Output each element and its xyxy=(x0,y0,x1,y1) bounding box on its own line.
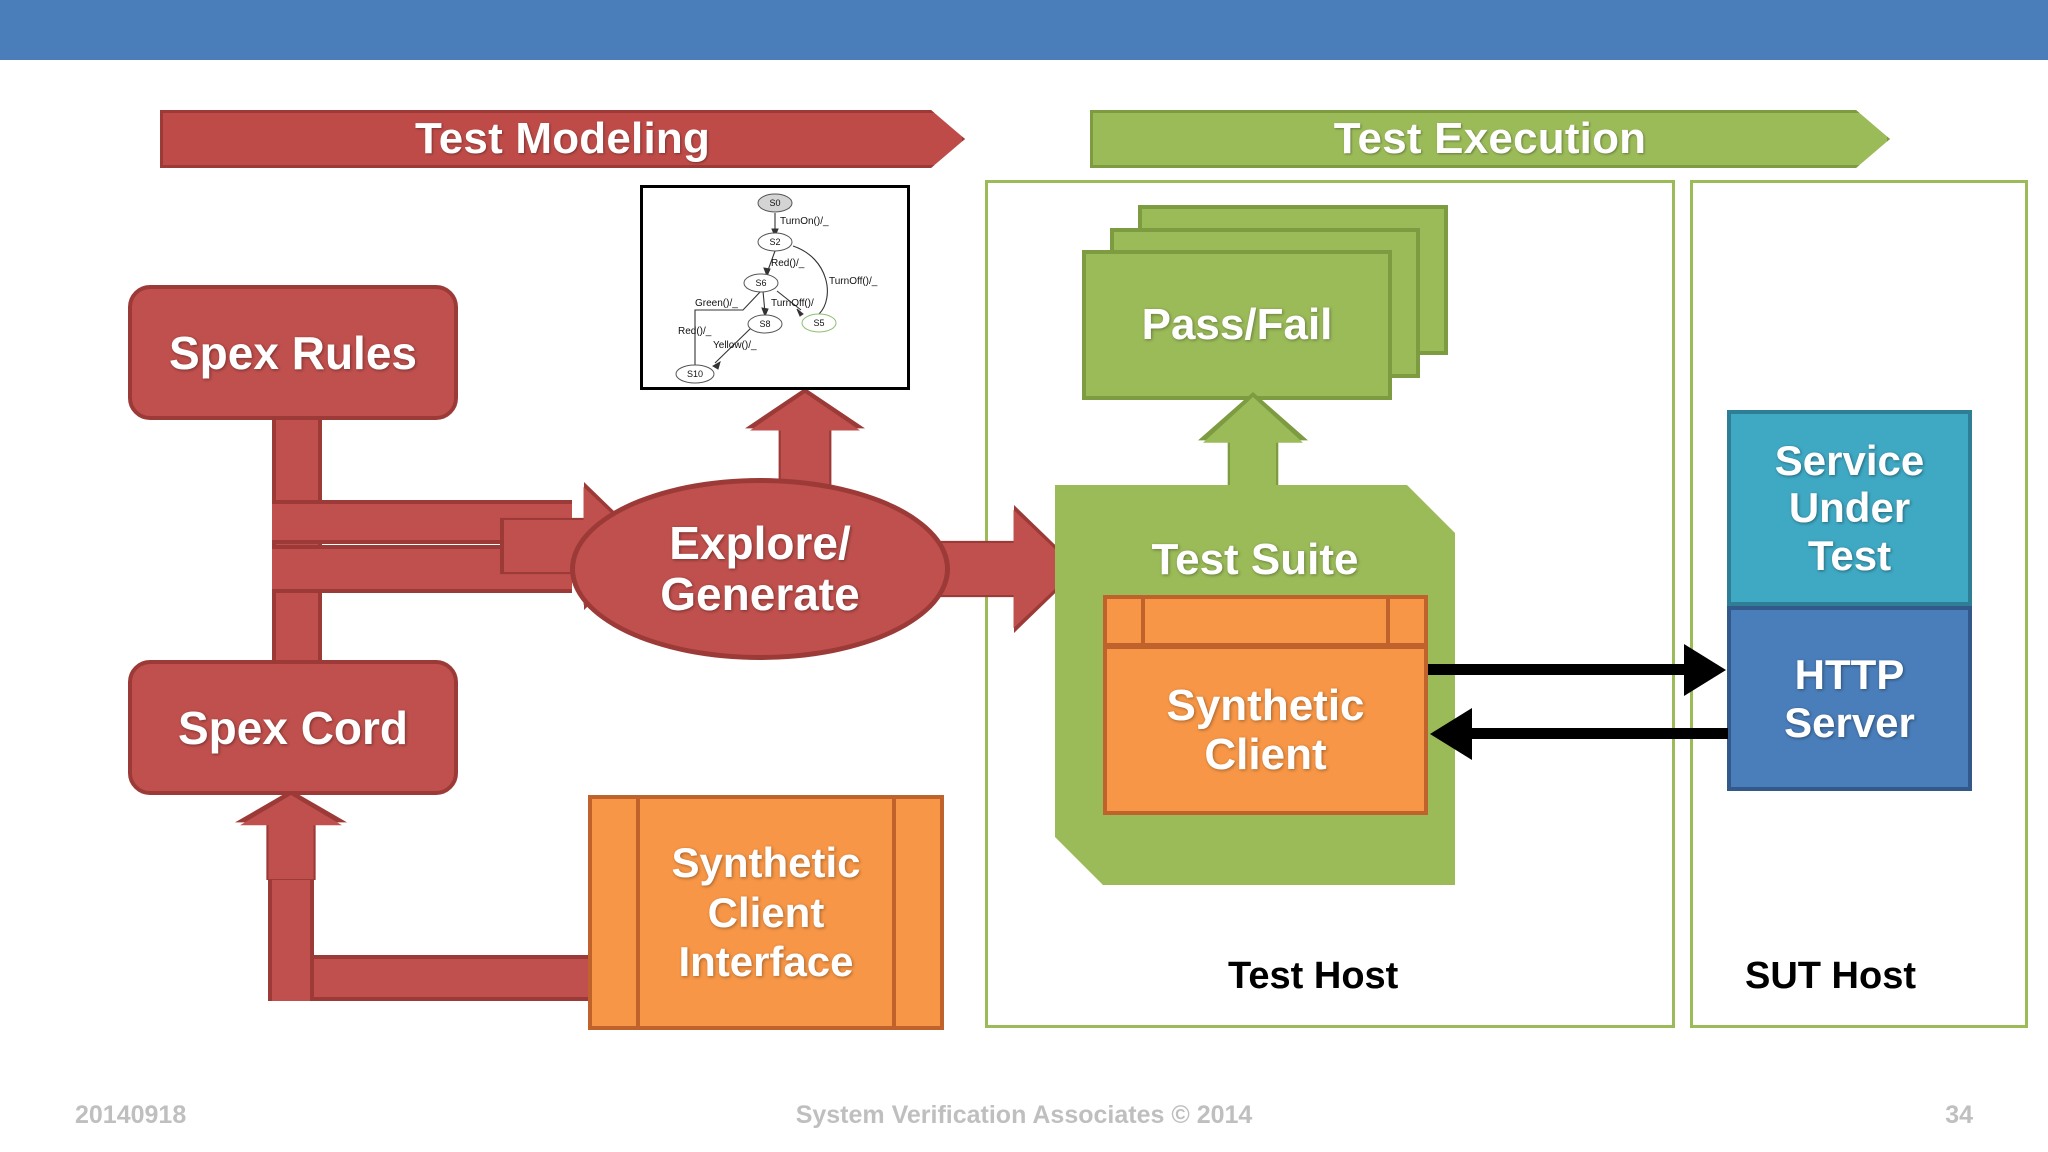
svg-text:S6: S6 xyxy=(755,278,766,288)
sut-host-label: SUT Host xyxy=(1745,955,1916,997)
test-suite-label: Test Suite xyxy=(1151,535,1359,584)
spex-rules-label: Spex Rules xyxy=(169,326,417,379)
svg-text:S2: S2 xyxy=(769,237,780,247)
header-right-divider xyxy=(1386,599,1390,643)
footer-date: 20140918 xyxy=(75,1101,187,1129)
service-under-test-box[interactable]: Service Under Test xyxy=(1727,410,1972,606)
interface-left-divider xyxy=(636,799,640,1026)
pass-fail-label: Pass/Fail xyxy=(1141,300,1333,349)
top-color-band xyxy=(0,0,2048,60)
svg-text:S10: S10 xyxy=(687,369,703,379)
svg-text:Green()/_: Green()/_ xyxy=(695,298,738,309)
explore-generate-line1: Explore/ xyxy=(669,517,851,570)
svg-text:TurnOff()/: TurnOff()/ xyxy=(771,298,814,309)
footer-copyright: System Verification Associates © 2014 xyxy=(795,1101,1253,1129)
connector-interface-horizontal xyxy=(268,955,590,1001)
arrow-to-spex-cord xyxy=(240,795,342,879)
synthetic-client-header-bar xyxy=(1103,595,1428,647)
sci-line2: Client xyxy=(707,888,825,936)
state-machine-svg: S0 S2 S6 S5 S8 S10 TurnOn()/_ Red()/_ Tu… xyxy=(675,193,878,384)
svg-text:S8: S8 xyxy=(759,319,770,329)
footer-page-number: 34 xyxy=(1945,1101,1973,1129)
svg-text:S5: S5 xyxy=(813,318,824,328)
explore-generate-line2: Generate xyxy=(660,568,860,620)
sc-line1: Synthetic xyxy=(1166,680,1365,730)
synthetic-client-interface-box[interactable]: Synthetic Client Interface xyxy=(588,795,944,1030)
synthetic-client-box[interactable]: Synthetic Client xyxy=(1103,645,1428,815)
test-host-label: Test Host xyxy=(1228,955,1399,997)
svg-text:S0: S0 xyxy=(769,198,780,208)
test-host-container xyxy=(985,180,1675,1028)
spex-cord-box[interactable]: Spex Cord xyxy=(128,660,458,795)
banner-test-execution-label: Test Execution xyxy=(1333,114,1647,163)
banner-test-modeling: Test Modeling xyxy=(160,110,965,168)
request-arrow-line xyxy=(1428,664,1684,675)
response-arrow-head xyxy=(1430,708,1472,760)
sut-line3: Test xyxy=(1807,531,1892,579)
svg-text:TurnOn()/_: TurnOn()/_ xyxy=(780,216,829,227)
http-server-box[interactable]: HTTP Server xyxy=(1727,606,1972,791)
http-line2: Server xyxy=(1784,698,1915,746)
response-arrow-line xyxy=(1472,728,1728,739)
sut-line1: Service xyxy=(1774,437,1925,485)
svg-text:Red()/_: Red()/_ xyxy=(771,258,805,269)
sc-line2: Client xyxy=(1204,730,1327,779)
banner-test-modeling-label: Test Modeling xyxy=(414,114,711,163)
explore-generate-ellipse[interactable]: Explore/ Generate xyxy=(570,478,950,660)
spex-cord-label: Spex Cord xyxy=(177,701,409,754)
sut-line2: Under xyxy=(1788,484,1911,532)
svg-text:TurnOff()/_: TurnOff()/_ xyxy=(829,276,878,287)
spex-rules-box[interactable]: Spex Rules xyxy=(128,285,458,420)
state-machine-diagram: S0 S2 S6 S5 S8 S10 TurnOn()/_ Red()/_ Tu… xyxy=(640,185,910,390)
banner-test-execution: Test Execution xyxy=(1090,110,1890,168)
svg-text:Red()/_: Red()/_ xyxy=(678,326,712,337)
http-line1: HTTP xyxy=(1794,651,1905,699)
pass-fail-doc-front[interactable]: Pass/Fail xyxy=(1082,250,1392,400)
sci-line3: Interface xyxy=(678,938,854,986)
sci-line1: Synthetic xyxy=(671,839,861,887)
interface-right-divider xyxy=(892,799,896,1026)
request-arrow-head xyxy=(1684,644,1726,696)
header-left-divider xyxy=(1141,599,1145,643)
sut-host-container xyxy=(1690,180,2028,1028)
svg-text:Yellow()/_: Yellow()/_ xyxy=(713,340,757,351)
